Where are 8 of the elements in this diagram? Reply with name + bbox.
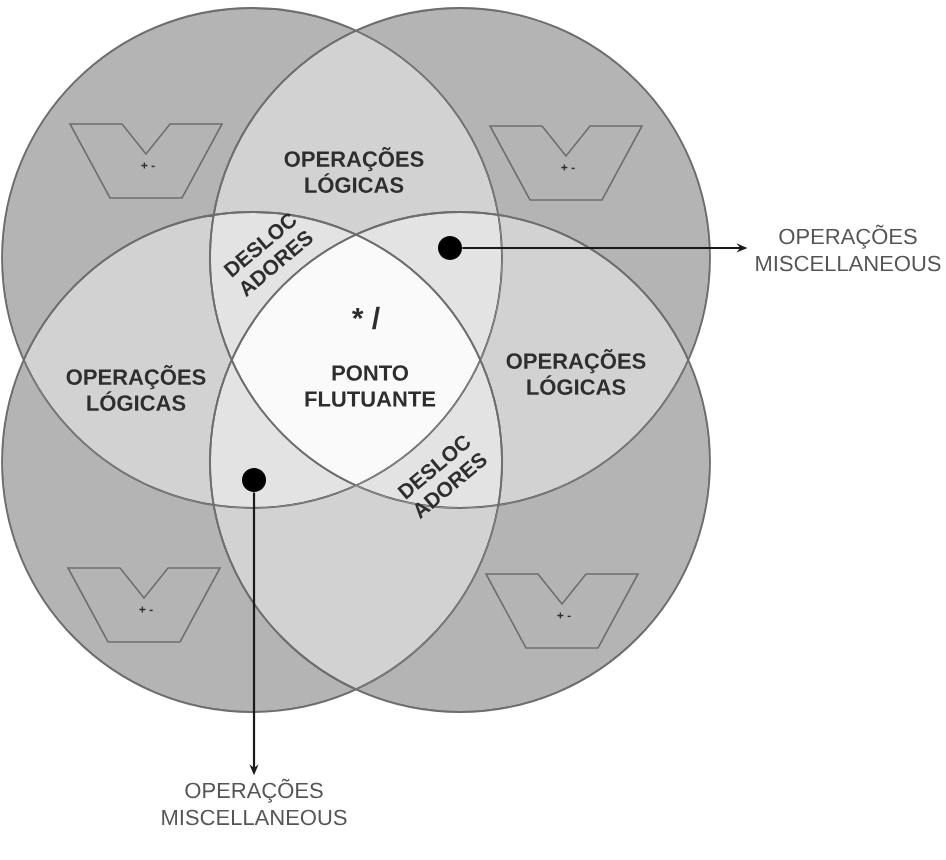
callout-label: OPERAÇÕES MISCELLANEOUS: [756, 224, 941, 272]
region-label: OPERAÇÕES LÓGICAS: [284, 147, 424, 193]
region-label: PONTO FLUTUANTE: [305, 365, 436, 407]
region-label: OPERAÇÕES LÓGICAS: [66, 365, 206, 411]
venn-circle: [209, 211, 711, 713]
region-label: OPERAÇÕES LÓGICAS: [506, 349, 646, 395]
callout-label: OPERAÇÕES MISCELLANEOUS: [162, 778, 347, 826]
region-label: * /: [351, 306, 380, 330]
